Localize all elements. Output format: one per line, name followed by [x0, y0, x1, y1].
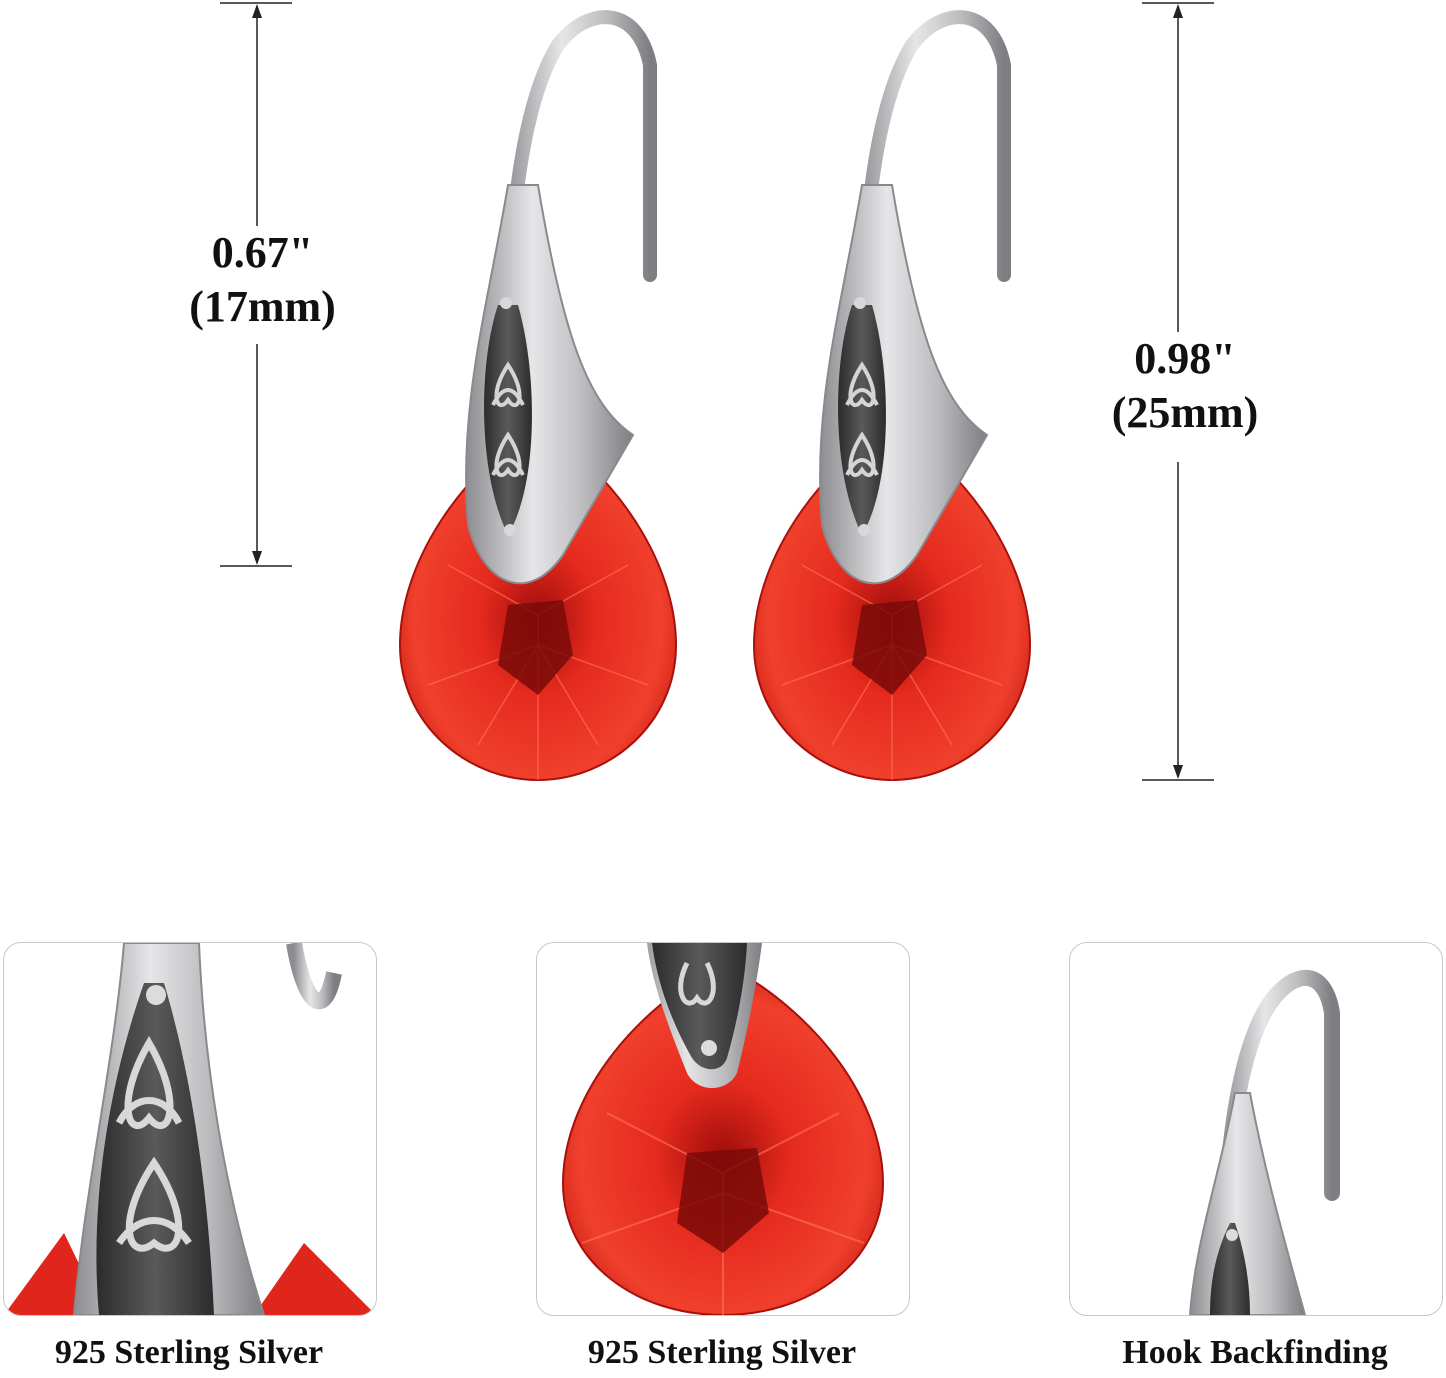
left-dimension-inches: 0.67" [211, 228, 314, 277]
bail-closeup-image [4, 943, 376, 1315]
hook-closeup-image [1188, 969, 1340, 1315]
right-earring-image [742, 5, 1042, 785]
left-dimension-label: 0.67" (17mm) [170, 226, 355, 344]
detail-panel-bail [3, 942, 377, 1316]
caption-bail: 925 Sterling Silver [54, 1334, 324, 1371]
gem-closeup-image [561, 943, 885, 1315]
right-dimension-label: 0.98" (25mm) [1090, 332, 1280, 462]
detail-panel-hook [1069, 942, 1443, 1316]
left-dimension-mm: (17mm) [189, 282, 336, 331]
left-earring-image [388, 5, 688, 785]
right-dimension-inches: 0.98" [1134, 334, 1236, 383]
caption-hook: Hook Backfinding [1122, 1334, 1388, 1371]
detail-panel-gem [536, 942, 910, 1316]
right-dimension-mm: (25mm) [1111, 388, 1259, 437]
caption-gem: 925 Sterling Silver [587, 1334, 857, 1371]
